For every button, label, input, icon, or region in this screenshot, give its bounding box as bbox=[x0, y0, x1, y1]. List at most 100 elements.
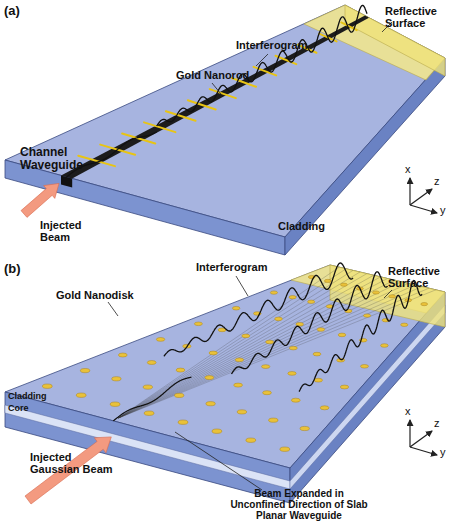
axes-a bbox=[410, 178, 437, 213]
gold-nanodisk bbox=[361, 365, 369, 369]
gold-nanodisk bbox=[232, 306, 240, 310]
gold-nanodisk bbox=[289, 346, 297, 350]
expanded-beam-line bbox=[119, 282, 402, 418]
gold-nanodisk bbox=[143, 385, 152, 389]
cladding-top-face bbox=[5, 5, 445, 237]
expanded-beam-line bbox=[119, 274, 367, 418]
axis-label: x bbox=[405, 164, 417, 176]
gold-nanodisk bbox=[338, 333, 346, 337]
expanded-beam-line bbox=[119, 269, 347, 418]
leaders-b bbox=[108, 276, 392, 490]
guided-wave bbox=[113, 377, 191, 421]
part-label: Gold Nanodisk bbox=[56, 290, 156, 302]
expanded-beam-line bbox=[119, 267, 340, 418]
part-label: Gold Nanorod bbox=[176, 70, 276, 82]
axis-label: x bbox=[405, 406, 417, 418]
gold-nanodisk bbox=[178, 420, 188, 424]
interferogram-wave bbox=[157, 5, 367, 126]
gold-nanodisk bbox=[300, 426, 309, 430]
axis-label: z bbox=[434, 418, 446, 430]
axis-y bbox=[410, 447, 437, 455]
part-label: Reflective Surface bbox=[385, 6, 447, 30]
expanded-beam-line bbox=[119, 283, 409, 418]
gold-nanodisk bbox=[275, 317, 283, 321]
gold-nanodisk bbox=[340, 385, 348, 389]
expanded-beam-line bbox=[119, 272, 360, 418]
expanded-beam-line bbox=[119, 285, 416, 418]
gold-nanodisk bbox=[317, 328, 325, 332]
gold-nanodisk bbox=[280, 447, 290, 451]
gold-nanodisk bbox=[270, 291, 277, 294]
panel-b-box bbox=[5, 265, 445, 503]
core-layer-side bbox=[290, 305, 445, 489]
panel-b-parts bbox=[25, 263, 436, 504]
gold-nanodisk bbox=[212, 429, 222, 433]
part-label: Cladding bbox=[278, 221, 348, 233]
layer-label: Core bbox=[8, 404, 68, 414]
gold-nanodisk bbox=[421, 303, 428, 306]
gold-nanodisk bbox=[324, 279, 331, 282]
leader-line bbox=[384, 290, 392, 298]
gold-nanodisk bbox=[234, 383, 243, 387]
layer-label: Cladding bbox=[8, 392, 68, 402]
gold-nanodisk bbox=[235, 358, 243, 362]
interferogram-wave bbox=[299, 281, 422, 392]
gold-nanodisk bbox=[242, 334, 250, 338]
part-label: Interferogram bbox=[236, 40, 336, 52]
leader-line bbox=[256, 54, 268, 66]
leader-line bbox=[175, 432, 262, 490]
panel-a-box bbox=[5, 5, 445, 255]
gold-nanodisk bbox=[263, 391, 272, 395]
axis-y bbox=[410, 205, 437, 213]
axis-z bbox=[410, 431, 432, 447]
injected-beam-arrow bbox=[21, 183, 59, 217]
gold-nanodisk bbox=[320, 406, 329, 410]
gold-nanorod bbox=[166, 111, 196, 121]
gold-nanodisk bbox=[262, 365, 270, 369]
gold-nanodisk bbox=[76, 393, 86, 397]
slab-front-face bbox=[5, 392, 290, 503]
gold-nanodisk bbox=[112, 377, 121, 381]
expanded-beam-line bbox=[119, 277, 381, 418]
gold-nanodisk bbox=[237, 410, 246, 414]
gold-nanodisk bbox=[175, 393, 184, 397]
gold-nanodisk bbox=[156, 338, 164, 342]
leader-line bbox=[236, 276, 248, 296]
gold-nanorod bbox=[144, 122, 175, 132]
part-label: Injected Beam bbox=[40, 220, 96, 244]
gold-nanodisk bbox=[144, 411, 154, 415]
gold-nanodisk bbox=[110, 402, 120, 406]
gold-nanodisk bbox=[269, 418, 278, 422]
gold-nanodisk bbox=[118, 353, 127, 357]
axis-x bbox=[409, 420, 410, 447]
expanded-beam-line bbox=[119, 288, 429, 418]
gold-nanodisk bbox=[314, 378, 322, 382]
gold-nanodisk bbox=[205, 376, 214, 380]
gold-nanodisk bbox=[296, 322, 304, 326]
panel-a-parts bbox=[21, 5, 369, 217]
gold-nanodisk bbox=[80, 369, 89, 373]
gold-nanodisk bbox=[341, 283, 348, 286]
expanded-beam-line bbox=[119, 270, 353, 418]
axis-label: z bbox=[434, 176, 446, 188]
gold-nanodisk bbox=[206, 402, 215, 406]
axis-x bbox=[409, 178, 410, 205]
interferogram-wave bbox=[232, 272, 388, 374]
gold-nanodisk bbox=[209, 351, 217, 355]
axis-label: y bbox=[440, 205, 449, 217]
panel-letter: (b) bbox=[4, 262, 44, 276]
axis-z bbox=[410, 189, 432, 205]
gold-nanodisk bbox=[313, 352, 321, 356]
leader-line bbox=[212, 83, 221, 94]
channel-facet bbox=[61, 175, 72, 187]
expanded-beam-line bbox=[119, 280, 395, 418]
gold-nanorod bbox=[78, 156, 115, 166]
gold-nanodisk bbox=[401, 323, 408, 326]
panel-letter: (a) bbox=[4, 4, 44, 18]
axes-b bbox=[410, 420, 437, 455]
part-label: Channel Waveguide bbox=[20, 146, 84, 172]
gold-nanodisk bbox=[194, 322, 202, 326]
gold-nanodisk bbox=[389, 295, 396, 298]
interferogram-wave bbox=[164, 263, 353, 356]
